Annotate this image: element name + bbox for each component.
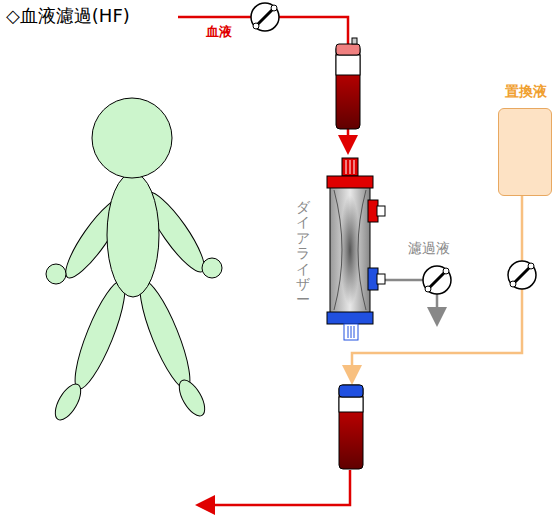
drip-chamber <box>336 38 360 129</box>
diagram-title: ◇血液濾過(HF) <box>6 4 130 28</box>
dialyzer <box>327 158 385 340</box>
vertical-label: ダイアライザー <box>296 200 310 308</box>
substitution-bag: 置換液 <box>498 108 552 196</box>
substitution-line <box>352 196 522 380</box>
bag-label: 置換液 <box>505 83 547 101</box>
flow-label: 血液 <box>205 23 233 41</box>
dialyzer-node: ダイアライザー <box>290 155 380 345</box>
patient-figure <box>46 98 222 424</box>
filtrate-label: 濾過液 <box>408 240 450 258</box>
drip-chamber <box>339 385 363 469</box>
blood-line <box>178 17 350 505</box>
pump <box>251 3 536 294</box>
filtrate-line <box>378 280 437 322</box>
